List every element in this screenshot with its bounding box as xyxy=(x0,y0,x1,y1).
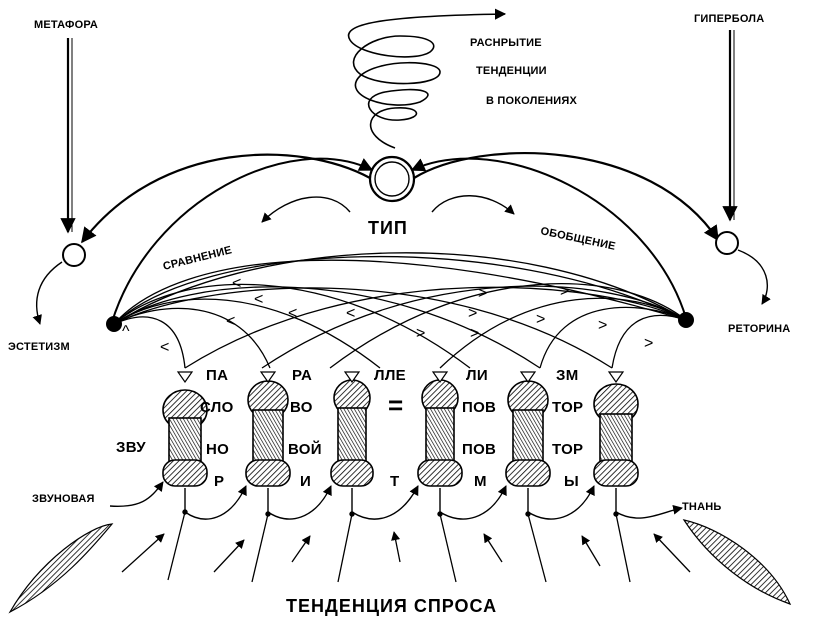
comparison-label: СРАВНЕНИЕ xyxy=(162,244,233,273)
word-no: НО xyxy=(206,441,229,458)
reveal-label-1: РАСНРЫТИЕ xyxy=(470,37,542,49)
word-pov-1: ПОВ xyxy=(462,399,496,416)
demand-label: ТЕНДЕНЦИЯ СПРОСА xyxy=(286,596,497,616)
left-hatched-shape xyxy=(10,524,112,612)
type-circle-icon xyxy=(370,157,414,201)
word-pa: ПА xyxy=(206,367,228,384)
svg-text:>: > xyxy=(536,311,545,328)
word-voi: ВОЙ xyxy=(288,440,322,458)
fabric-label: ТНАНЬ xyxy=(682,501,721,513)
word-t: Т xyxy=(390,473,399,490)
word-y: Ы xyxy=(564,473,579,490)
spool-2 xyxy=(246,372,290,486)
aestheticism-arrow xyxy=(37,262,62,324)
word-zvu: ЗВУ xyxy=(116,439,146,456)
generalization-arrow xyxy=(432,196,514,214)
word-lle: ЛЛЕ xyxy=(374,367,406,384)
word-m: М xyxy=(474,473,487,490)
rhetoric-label: РЕТОРИНА xyxy=(728,323,790,335)
word-li: ЛИ xyxy=(466,367,488,384)
svg-text:>: > xyxy=(560,283,569,300)
spool-6 xyxy=(594,372,638,486)
word-vo: ВО xyxy=(290,399,313,416)
word-slo: СЛО xyxy=(200,399,234,416)
spool-3 xyxy=(331,372,373,486)
word-equals: = xyxy=(388,390,403,420)
word-i: И xyxy=(300,473,311,490)
right-hatched-shape xyxy=(684,520,790,604)
aestheticism-label: ЭСТЕТИЗМ xyxy=(8,341,70,353)
spiral-icon xyxy=(349,14,505,148)
word-zm: ЗМ xyxy=(556,367,579,384)
metaphor-label: МЕТАФОРА xyxy=(34,19,98,31)
spool-5 xyxy=(506,372,550,486)
demand-arrows xyxy=(122,532,690,572)
word-tor-1: ТОР xyxy=(552,399,583,416)
sound-label: ЗВУНОВАЯ xyxy=(32,493,95,505)
word-tor-2: ТОР xyxy=(552,441,583,458)
comparison-arrow xyxy=(262,197,350,222)
svg-text:>: > xyxy=(416,325,425,342)
svg-text:>: > xyxy=(598,317,607,334)
svg-text:>: > xyxy=(644,335,653,352)
word-r: Р xyxy=(214,473,224,490)
svg-text:^: ^ xyxy=(122,323,130,340)
spool-1 xyxy=(163,372,207,486)
svg-text:<: < xyxy=(346,305,355,322)
connection-mesh xyxy=(114,253,686,368)
type-label: ТИП xyxy=(368,218,408,238)
rhetoric-arrow xyxy=(738,250,767,304)
svg-text:<: < xyxy=(160,339,169,356)
left-circle-icon xyxy=(63,244,85,266)
svg-text:<: < xyxy=(232,275,241,292)
svg-text:<: < xyxy=(226,313,235,330)
metaphor-arrow xyxy=(68,38,72,232)
hyperbole-label: ГИПЕРБОЛА xyxy=(694,13,764,25)
reveal-label-3: В ПОКОЛЕНИЯХ xyxy=(486,95,577,107)
word-pov-2: ПОВ xyxy=(462,441,496,458)
word-ra: РА xyxy=(292,367,312,384)
generalization-label: ОБОБЩЕНИЕ xyxy=(539,225,616,253)
svg-text:<: < xyxy=(254,291,263,308)
hyperbole-arrow xyxy=(730,30,734,220)
svg-text:>: > xyxy=(478,285,487,302)
svg-text:<: < xyxy=(288,305,297,322)
reveal-label-2: ТЕНДЕНЦИИ xyxy=(476,65,547,77)
right-circle-icon xyxy=(716,232,738,254)
svg-text:>: > xyxy=(470,325,479,342)
svg-text:>: > xyxy=(468,305,477,322)
spool-4 xyxy=(418,372,462,486)
